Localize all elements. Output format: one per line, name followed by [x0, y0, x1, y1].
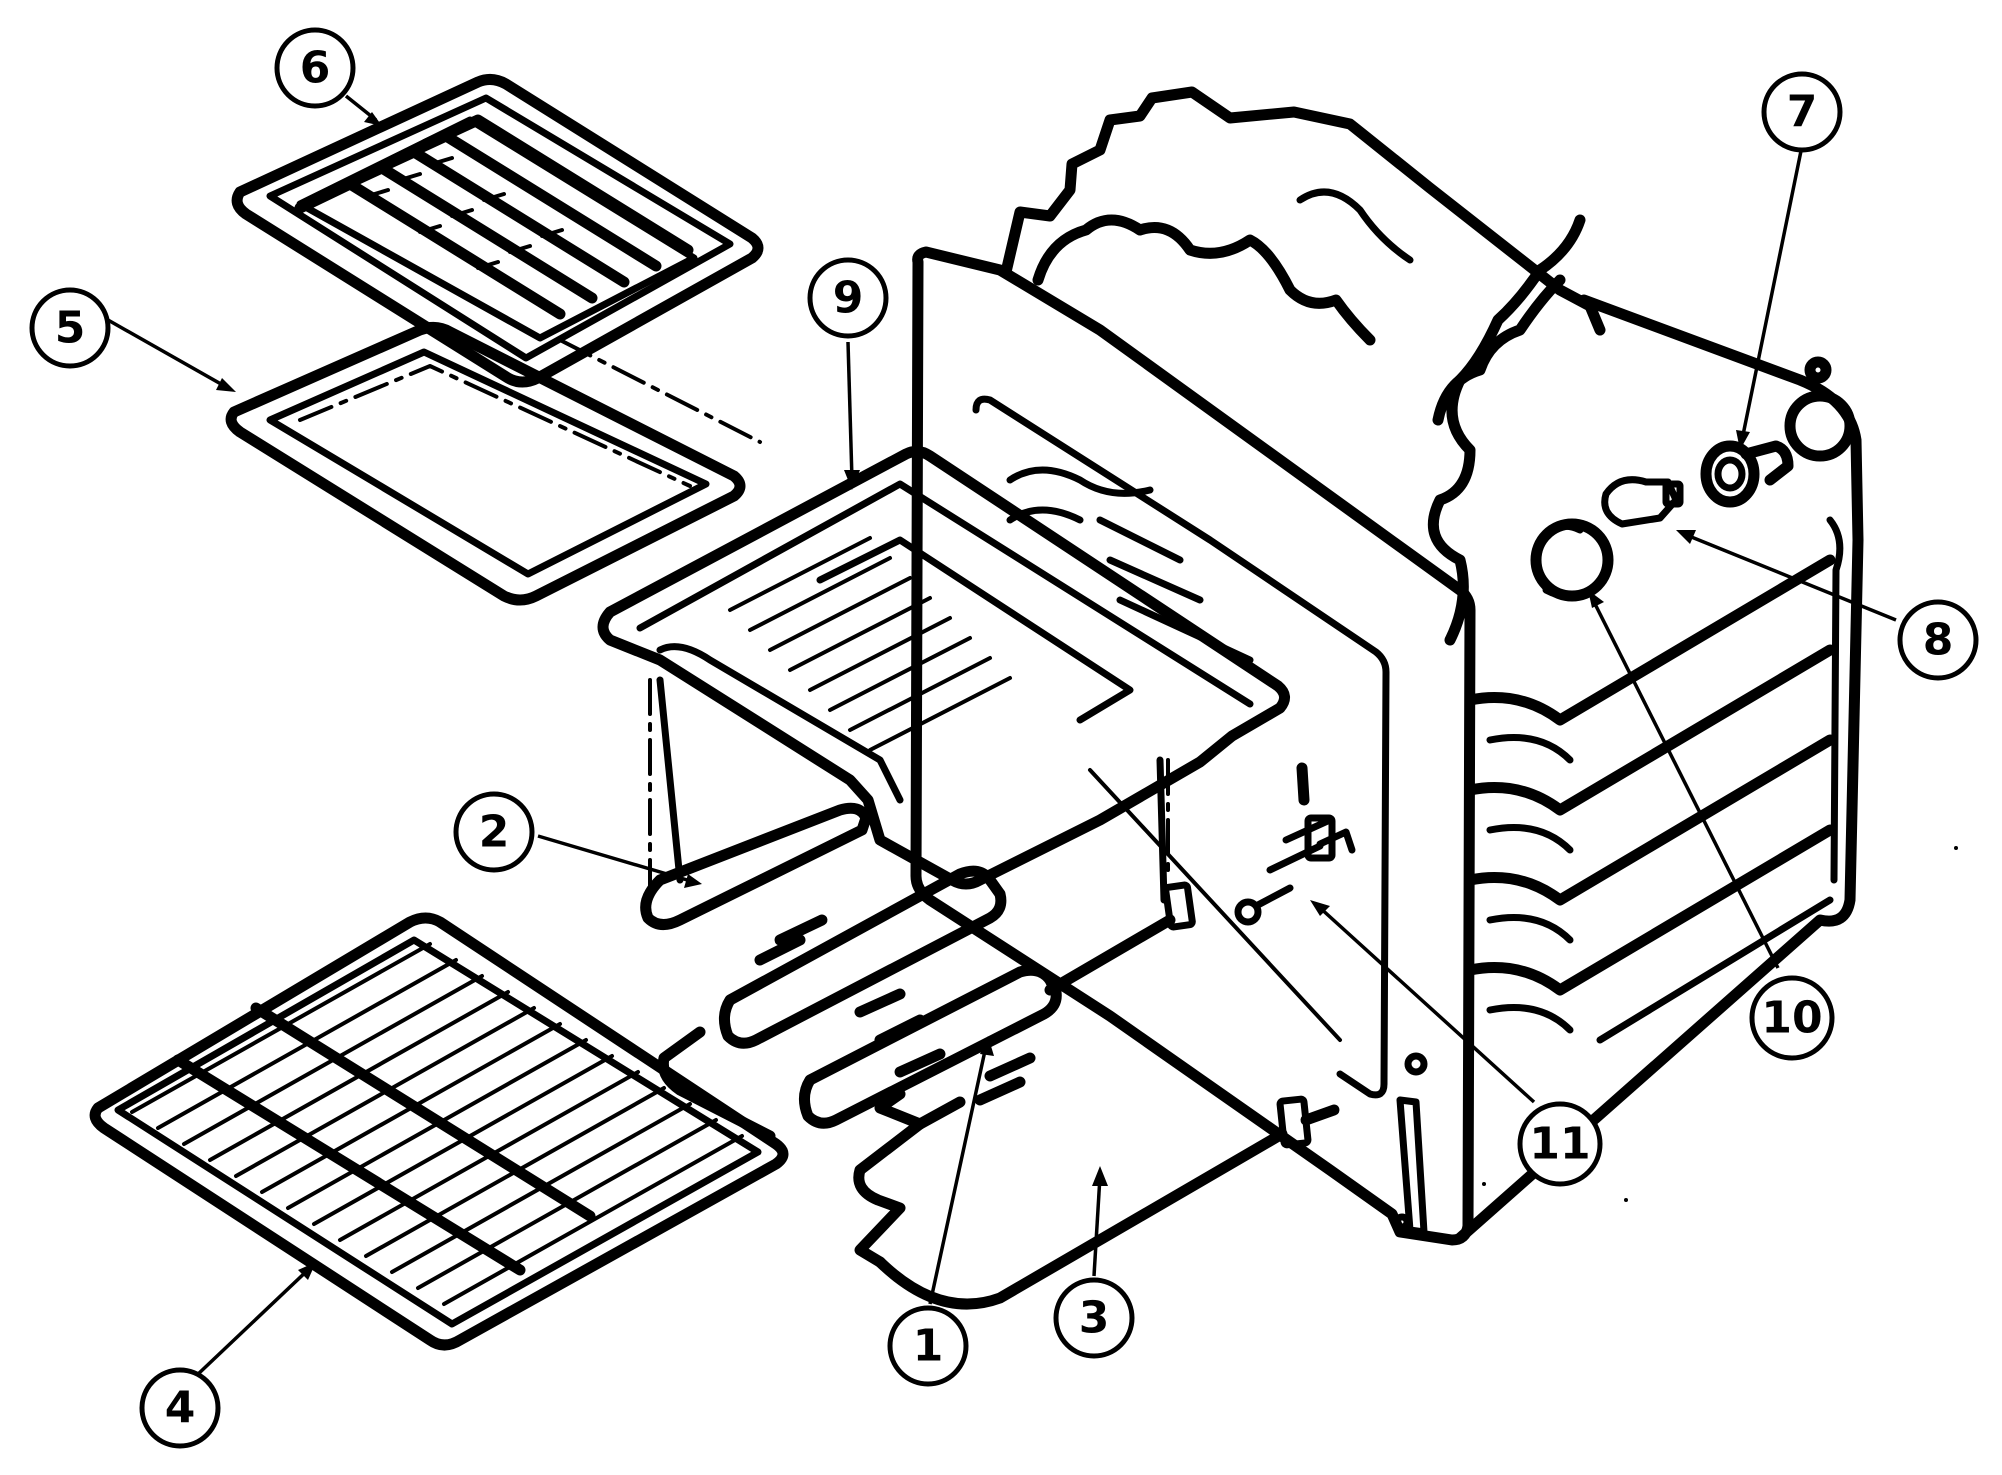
- element-cover: [597, 445, 1290, 904]
- callout-label: 10: [1761, 993, 1822, 1044]
- callout-10: 10: [1749, 975, 1835, 1061]
- stray-dot: [1954, 846, 1958, 850]
- callout-label: 6: [300, 43, 331, 94]
- callout-7: 7: [1761, 71, 1843, 153]
- broiler-pan-insert: [231, 73, 764, 388]
- callout-6: 6: [274, 27, 356, 109]
- stray-dot: [1482, 1182, 1486, 1186]
- oven-sensor: [1234, 814, 1356, 926]
- light-lens: [1530, 518, 1614, 602]
- callout-label: 3: [1079, 1293, 1110, 1344]
- callout-label: 4: [165, 1383, 196, 1434]
- oven-cavity: [910, 86, 1864, 1246]
- callout-label: 1: [913, 1321, 944, 1372]
- callout-9: 9: [807, 257, 889, 339]
- callout-label: 11: [1529, 1119, 1590, 1170]
- callout-label: 2: [479, 807, 510, 858]
- callout-11: 11: [1517, 1101, 1603, 1187]
- callout-leaders: [107, 94, 1897, 1378]
- broil-element: [640, 802, 1196, 1129]
- light-socket: [1700, 390, 1856, 508]
- callout-label: 5: [55, 303, 86, 354]
- light-bulb: [1601, 476, 1684, 528]
- bake-element-center: [754, 914, 1036, 1106]
- broiler-pan: [225, 321, 762, 606]
- callout-5: 5: [29, 287, 111, 369]
- callout-1: 1: [887, 1305, 969, 1387]
- stray-dot: [1624, 1198, 1628, 1202]
- callout-8: 8: [1897, 599, 1979, 681]
- callout-2: 2: [453, 791, 535, 873]
- callout-label: 8: [1923, 615, 1954, 666]
- oven-rack: [89, 912, 789, 1351]
- callout-3: 3: [1053, 1277, 1135, 1359]
- callout-label: 7: [1787, 87, 1818, 138]
- bake-element: [657, 1026, 1340, 1310]
- callout-4: 4: [139, 1367, 221, 1449]
- callout-label: 9: [833, 273, 864, 324]
